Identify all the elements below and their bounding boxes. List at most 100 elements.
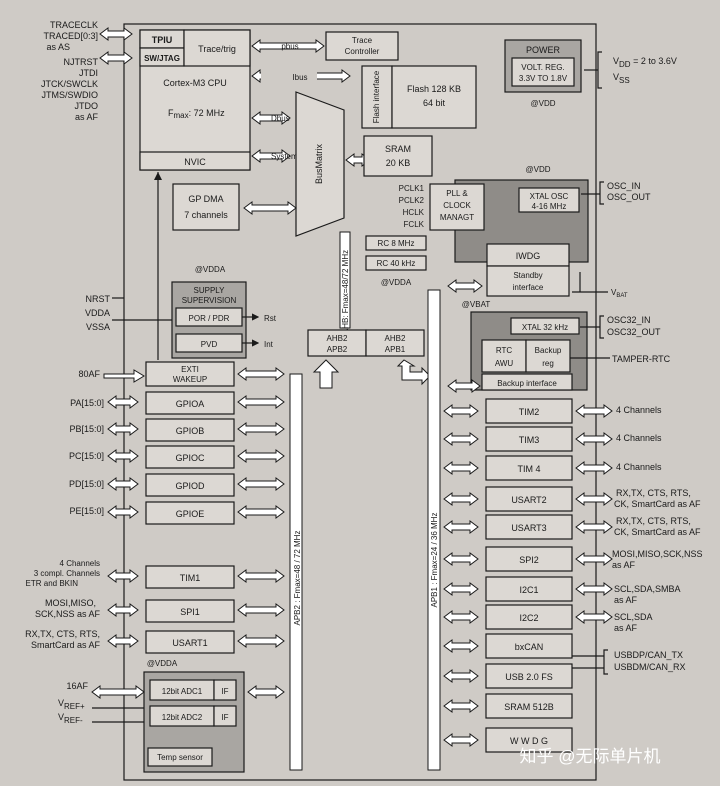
usart2-label: USART2	[511, 495, 546, 505]
spi2-box	[485, 546, 573, 572]
usart1-label: USART1	[172, 638, 207, 648]
backup-reg-label-1: reg	[542, 359, 554, 368]
trace-trig-box	[183, 29, 251, 67]
tim1-sig-1: 3 compl. Channels	[34, 569, 100, 578]
af80-label: 80AF	[78, 369, 100, 379]
usb-sig-1: USBDM/CAN_RX	[614, 662, 686, 672]
pa-label: PA[15:0]	[70, 398, 104, 408]
ibus-tag-bg	[261, 72, 317, 81]
ahb2-apb2-label-1: APB2	[327, 345, 348, 354]
apb1-bus	[427, 289, 441, 771]
tim3-label: TIM3	[519, 435, 540, 445]
int-label: Int	[264, 340, 274, 349]
pc-label: PC[15:0]	[69, 451, 104, 461]
as-af-label: as AF	[75, 112, 99, 122]
flash-interface-box	[361, 65, 393, 129]
temp-box	[147, 747, 213, 767]
standby-label-0: Standby	[513, 271, 542, 280]
swjtag-label: SW/JTAG	[144, 54, 180, 63]
right-signals: 4 Channels 4 Channels 4 Channels RX,TX, …	[612, 405, 703, 672]
tim2-sig: 4 Channels	[616, 405, 662, 415]
trace-controller-label-0: Trace	[352, 36, 373, 45]
tim3-sig: 4 Channels	[616, 433, 662, 443]
ahb2-apb1-label-0: AHB2	[385, 334, 406, 343]
pbus-arrow	[251, 39, 325, 53]
sram-box	[363, 135, 433, 177]
nrst-label: NRST	[86, 294, 111, 304]
usart1-sig-1: SmartCard as AF	[31, 640, 101, 650]
spi1-sig-1: SCK,NSS as AF	[35, 609, 101, 619]
xtal32-box	[510, 317, 580, 335]
fclk-label: FCLK	[404, 220, 425, 229]
osc-in-label: OSC_IN	[607, 181, 641, 191]
backup-if-label: Backup interface	[497, 379, 557, 388]
af16-label: 16AF	[66, 681, 88, 691]
if1-box	[213, 679, 237, 701]
usart3-sig-1: CK, SmartCard as AF	[614, 527, 701, 537]
power-vdd-note: @VDD	[530, 99, 555, 108]
flash-width-label: 64 bit	[423, 98, 446, 108]
supervision-title-1: SUPERVISION	[182, 296, 237, 305]
hclk-label: HCLK	[403, 208, 425, 217]
usb-brace	[603, 649, 608, 675]
volt-reg-label: VOLT. REG.	[521, 63, 564, 72]
usart3-label: USART3	[511, 523, 546, 533]
clock-vdda-note: @VDDA	[381, 278, 412, 287]
clock-vdd-note: @VDD	[525, 165, 550, 174]
rc8-label: RC 8 MHz	[378, 239, 415, 248]
gpioe-box	[145, 501, 235, 525]
system-label: System	[271, 152, 298, 161]
vbat-label: VBAT	[611, 288, 628, 299]
spi1-sig-0: MOSI,MISO,	[45, 598, 96, 608]
trace-controller-box	[325, 31, 399, 61]
spi1-box	[145, 599, 235, 623]
jtck-label: JTCK/SWCLK	[41, 79, 98, 89]
rst-label: Rst	[264, 314, 277, 323]
ibus-label: Ibus	[292, 73, 307, 82]
i2c1-sig-1: as AF	[614, 595, 638, 605]
osc-out-label: OSC_OUT	[607, 192, 651, 202]
bxcan-box	[485, 633, 573, 659]
vss-label: VSS	[613, 72, 630, 85]
rtc-label-1: AWU	[495, 359, 514, 368]
tim1-box	[145, 565, 235, 589]
usart1-sig-0: RX,TX, CTS, RTS,	[25, 629, 100, 639]
tim1-sig-0: 4 Channels	[60, 559, 100, 568]
apb2-bus	[289, 373, 303, 771]
gpioc-label: GPIOC	[175, 453, 205, 463]
sram-label: SRAM	[385, 144, 411, 154]
gpioc-box	[145, 445, 235, 469]
if2-box	[213, 705, 237, 727]
usart2-sig-1: CK, SmartCard as AF	[614, 499, 701, 509]
adc-vdda-note: @VDDA	[147, 659, 178, 668]
busmatrix-label: BusMatrix	[314, 144, 324, 185]
tim1-label: TIM1	[180, 573, 201, 583]
supervision-title-0: SUPPLY	[194, 286, 226, 295]
apb2-bus-label: APB2 : Fmax=48 / 72 MHz	[293, 531, 302, 626]
supervision-block: @VDDA SUPPLY SUPERVISION POR / PDR PVD R…	[112, 265, 277, 359]
watermark-text: 知乎 @无际单片机	[520, 747, 661, 766]
nvic-box	[139, 151, 251, 171]
usart3-sig-0: RX,TX, CTS, RTS,	[616, 516, 691, 526]
exti-box	[145, 361, 235, 387]
usart2-box	[485, 486, 573, 512]
jtdi-label: JTDI	[79, 68, 98, 78]
njtrst-label: NJTRST	[64, 57, 99, 67]
usb-box	[485, 663, 573, 689]
pll-label-1: CLOCK	[443, 201, 471, 210]
gpdma-arrow	[243, 201, 297, 215]
standby-box	[486, 265, 570, 297]
por-label: POR / PDR	[189, 314, 230, 323]
tim2-label: TIM2	[519, 407, 540, 417]
ahb2-apb2-box	[307, 329, 367, 357]
apb2-arrows	[91, 367, 285, 723]
vssa-label: VSSA	[86, 322, 110, 332]
usart1-box	[145, 630, 235, 654]
sram512-box	[485, 693, 573, 719]
pll-label-0: PLL &	[446, 189, 468, 198]
traceclk-label: TRACECLK	[50, 20, 98, 30]
osc32-in-label: OSC32_IN	[607, 315, 651, 325]
trace-jtag-arrows	[99, 27, 133, 65]
bxcan-label: bxCAN	[515, 642, 544, 652]
